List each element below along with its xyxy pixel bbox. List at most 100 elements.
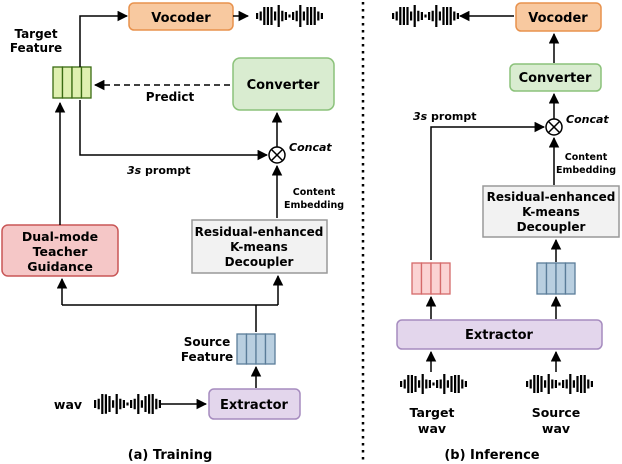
waveform-bar xyxy=(446,380,449,388)
waveform-bar xyxy=(428,380,431,388)
inference-concat-operator-icon xyxy=(545,118,563,136)
training-extractor-label: Extractor xyxy=(220,398,289,413)
training-decoupler-box: Residual-enhanced K-means Decoupler xyxy=(191,219,328,274)
training-panel: Vocoder Target Feature Predict Converter… xyxy=(1,2,344,463)
training-caption: (a) Training xyxy=(128,448,213,463)
training-content-label-2: Embedding xyxy=(284,200,344,211)
waveform-bar xyxy=(402,7,405,25)
waveform-bar xyxy=(421,374,424,394)
waveform-bar xyxy=(424,14,427,18)
training-teacher-label-2: Teacher xyxy=(33,244,89,259)
waveform-bar xyxy=(148,394,151,414)
inference-source-wav-label-1: Source xyxy=(532,405,581,420)
waveform-bar xyxy=(590,381,593,387)
feature-cell xyxy=(52,66,64,99)
feature-cell xyxy=(564,262,576,295)
waveform-bar xyxy=(400,381,403,387)
inference-source-wav-label-2: wav xyxy=(542,421,570,436)
inference-decoupler-label-3: Decoupler xyxy=(517,220,586,234)
inference-vocoder-label: Vocoder xyxy=(528,11,588,26)
training-source-feature-block xyxy=(236,333,276,365)
waveform-bar xyxy=(565,379,568,389)
waveform-bar xyxy=(464,381,467,387)
waveform-bar xyxy=(292,12,295,20)
waveform-bar xyxy=(407,375,410,393)
inference-decoupler-label-1: Residual-enhanced xyxy=(487,190,616,204)
training-concat-label: Concat xyxy=(289,141,332,154)
waveform-bar xyxy=(572,380,575,388)
waveform-bar xyxy=(580,375,583,393)
waveform-bar xyxy=(108,396,111,412)
inference-vocoder-box: Vocoder xyxy=(515,2,602,32)
inference-target-wav-label-2: wav xyxy=(418,421,446,436)
feature-cell xyxy=(439,262,451,295)
waveform-bar xyxy=(456,13,459,19)
waveform-bar xyxy=(270,7,273,25)
waveform-bar xyxy=(130,400,133,408)
feature-cell xyxy=(555,262,567,295)
waveform-bar xyxy=(414,376,417,392)
waveform-bar xyxy=(569,374,572,394)
waveform-bar xyxy=(461,379,464,389)
waveform-bar xyxy=(126,402,129,406)
waveform-bar xyxy=(302,11,305,21)
training-vocoder-box: Vocoder xyxy=(128,2,234,31)
waveform-bar xyxy=(112,400,115,408)
waveform-bar xyxy=(144,396,147,412)
inference-extractor-box: Extractor xyxy=(396,319,603,350)
waveform-bar xyxy=(310,7,313,25)
feature-cell xyxy=(255,333,267,365)
waveform-bar xyxy=(256,13,259,19)
waveform-bar xyxy=(454,375,457,393)
feature-cell xyxy=(536,262,548,295)
feature-cell xyxy=(420,262,432,295)
training-input-waveform-icon xyxy=(94,394,161,414)
waveform-bar xyxy=(259,11,262,21)
feature-cell xyxy=(411,262,423,295)
feature-cell xyxy=(71,66,83,99)
training-extractor-box: Extractor xyxy=(208,388,301,420)
feature-cell xyxy=(545,262,557,295)
waveform-bar xyxy=(299,5,302,27)
inference-target-feature-block xyxy=(411,262,451,295)
waveform-bar xyxy=(435,5,438,27)
training-converter-label: Converter xyxy=(247,78,320,93)
training-vocoder-label: Vocoder xyxy=(151,11,211,26)
feature-cell xyxy=(430,262,442,295)
waveform-bar xyxy=(295,10,298,22)
inference-target-wav-label-1: Target xyxy=(410,405,455,420)
inference-source-feature-block xyxy=(536,262,576,295)
waveform-bar xyxy=(436,380,439,388)
training-output-waveform-icon xyxy=(256,5,323,27)
waveform-bar xyxy=(425,379,428,389)
inference-concat-label: Concat xyxy=(566,113,609,126)
waveform-bar xyxy=(453,11,456,21)
waveform-bar xyxy=(403,379,406,389)
inference-converter-box: Converter xyxy=(509,63,602,92)
training-wav-label: wav xyxy=(54,397,82,412)
waveform-bar xyxy=(439,379,442,389)
training-teacher-label-1: Dual-mode xyxy=(22,229,98,244)
feature-cell xyxy=(245,333,257,365)
waveform-bar xyxy=(533,375,536,393)
waveform-bar xyxy=(320,13,323,19)
waveform-bar xyxy=(442,7,445,25)
training-converter-box: Converter xyxy=(232,57,335,111)
waveform-bar xyxy=(392,13,395,19)
training-content-label-1: Content xyxy=(293,187,336,198)
waveform-bar xyxy=(431,10,434,22)
training-concat-operator-icon xyxy=(268,146,286,164)
training-teacher-guidance-box: Dual-mode Teacher Guidance xyxy=(1,224,119,277)
inference-extractor-label: Extractor xyxy=(465,328,534,343)
waveform-bar xyxy=(576,376,579,392)
waveform-bar xyxy=(137,394,140,414)
waveform-bar xyxy=(554,380,557,388)
training-decoupler-label-3: Decoupler xyxy=(225,255,294,269)
waveform-bar xyxy=(413,5,416,27)
waveform-bar xyxy=(94,400,97,408)
waveform-bar xyxy=(428,12,431,20)
waveform-bar xyxy=(288,14,291,18)
waveform-bar xyxy=(263,7,266,25)
waveform-bar xyxy=(418,380,421,388)
waveform-bar xyxy=(547,374,550,394)
